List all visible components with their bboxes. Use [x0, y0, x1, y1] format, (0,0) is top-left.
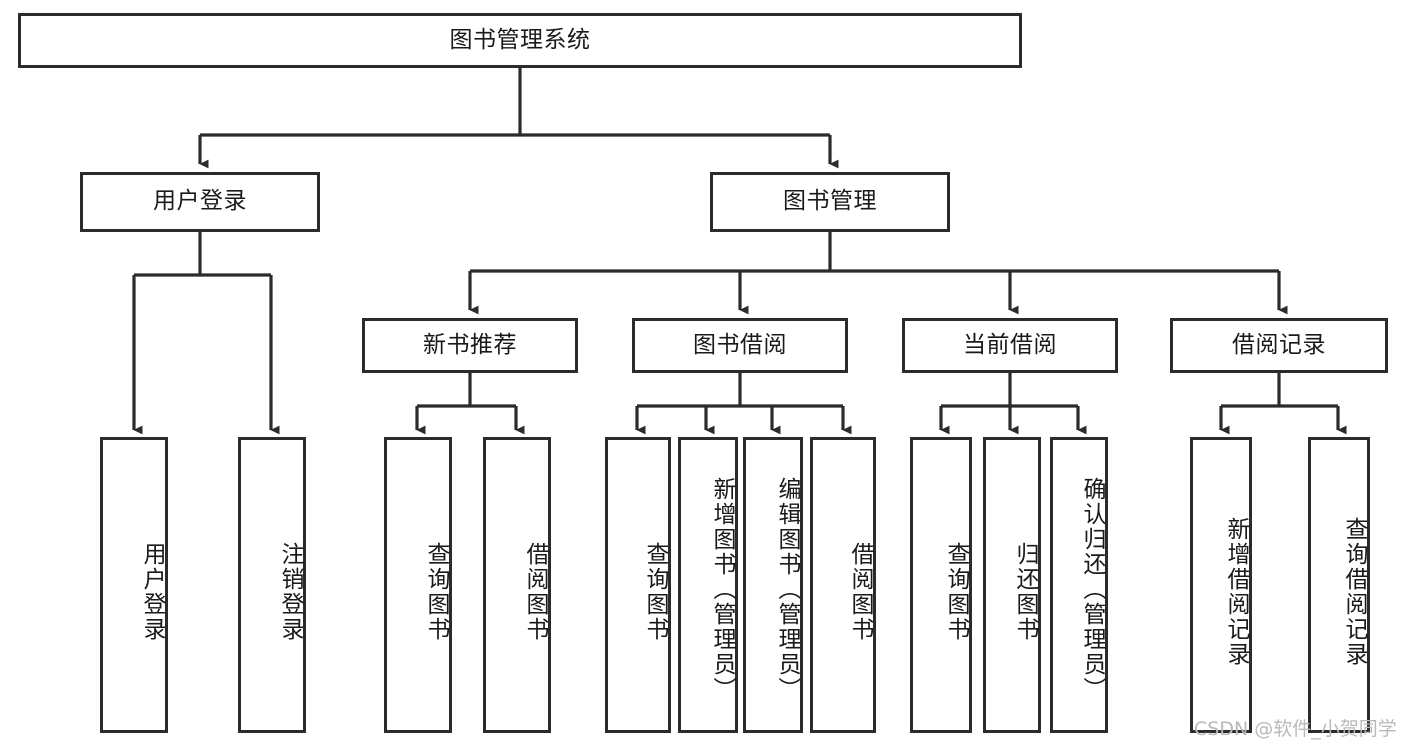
leaf-borrow-edit-book-admin[interactable]: 编辑图书（管理员） [743, 437, 803, 733]
node-label: 查询借阅记录 [1341, 517, 1367, 667]
csdn-watermark: CSDN @软件_小贺同学 [1194, 718, 1397, 740]
node-label: 查询图书 [423, 542, 449, 642]
leaf-borrow-add-book-admin[interactable]: 新增图书（管理员） [678, 437, 738, 733]
node-label: 用户登录 [139, 542, 165, 642]
node-root-book-management-system[interactable]: 图书管理系统 [18, 13, 1022, 68]
node-current-borrow[interactable]: 当前借阅 [902, 318, 1118, 373]
node-book-management[interactable]: 图书管理 [710, 172, 950, 232]
node-label: 新增借阅记录 [1223, 517, 1249, 667]
node-label: 当前借阅 [963, 331, 1057, 358]
node-label: 借阅图书 [847, 542, 873, 642]
node-label: 编辑图书（管理员） [774, 476, 800, 702]
node-user-login[interactable]: 用户登录 [80, 172, 320, 232]
leaf-records-add-record[interactable]: 新增借阅记录 [1190, 437, 1252, 733]
leaf-borrow-borrow-book[interactable]: 借阅图书 [810, 437, 876, 733]
leaf-new-book-query[interactable]: 查询图书 [384, 437, 452, 733]
node-label: 新书推荐 [423, 331, 517, 358]
node-label: 图书借阅 [693, 331, 787, 358]
leaf-user-login-logout[interactable]: 注销登录 [238, 437, 306, 733]
leaf-borrow-query-book[interactable]: 查询图书 [605, 437, 671, 733]
node-borrow-records[interactable]: 借阅记录 [1170, 318, 1388, 373]
node-label: 确认归还（管理员） [1079, 476, 1105, 702]
node-label: 归还图书 [1012, 542, 1038, 642]
node-book-borrow[interactable]: 图书借阅 [632, 318, 848, 373]
leaf-current-confirm-return-admin[interactable]: 确认归还（管理员） [1050, 437, 1108, 733]
node-label: 用户登录 [153, 188, 247, 215]
leaf-current-return-book[interactable]: 归还图书 [983, 437, 1041, 733]
node-label: 图书管理系统 [449, 26, 591, 53]
node-label: 图书管理 [783, 188, 877, 215]
node-label: 注销登录 [277, 542, 303, 642]
node-new-book-recommend[interactable]: 新书推荐 [362, 318, 578, 373]
leaf-records-query-record[interactable]: 查询借阅记录 [1308, 437, 1370, 733]
node-label: 借阅记录 [1232, 331, 1326, 358]
node-label: 借阅图书 [522, 542, 548, 642]
leaf-new-book-borrow[interactable]: 借阅图书 [483, 437, 551, 733]
node-label: 查询图书 [642, 542, 668, 642]
leaf-current-query-book[interactable]: 查询图书 [910, 437, 972, 733]
node-label: 新增图书（管理员） [709, 476, 735, 702]
leaf-user-login-login[interactable]: 用户登录 [100, 437, 168, 733]
node-label: 查询图书 [943, 542, 969, 642]
